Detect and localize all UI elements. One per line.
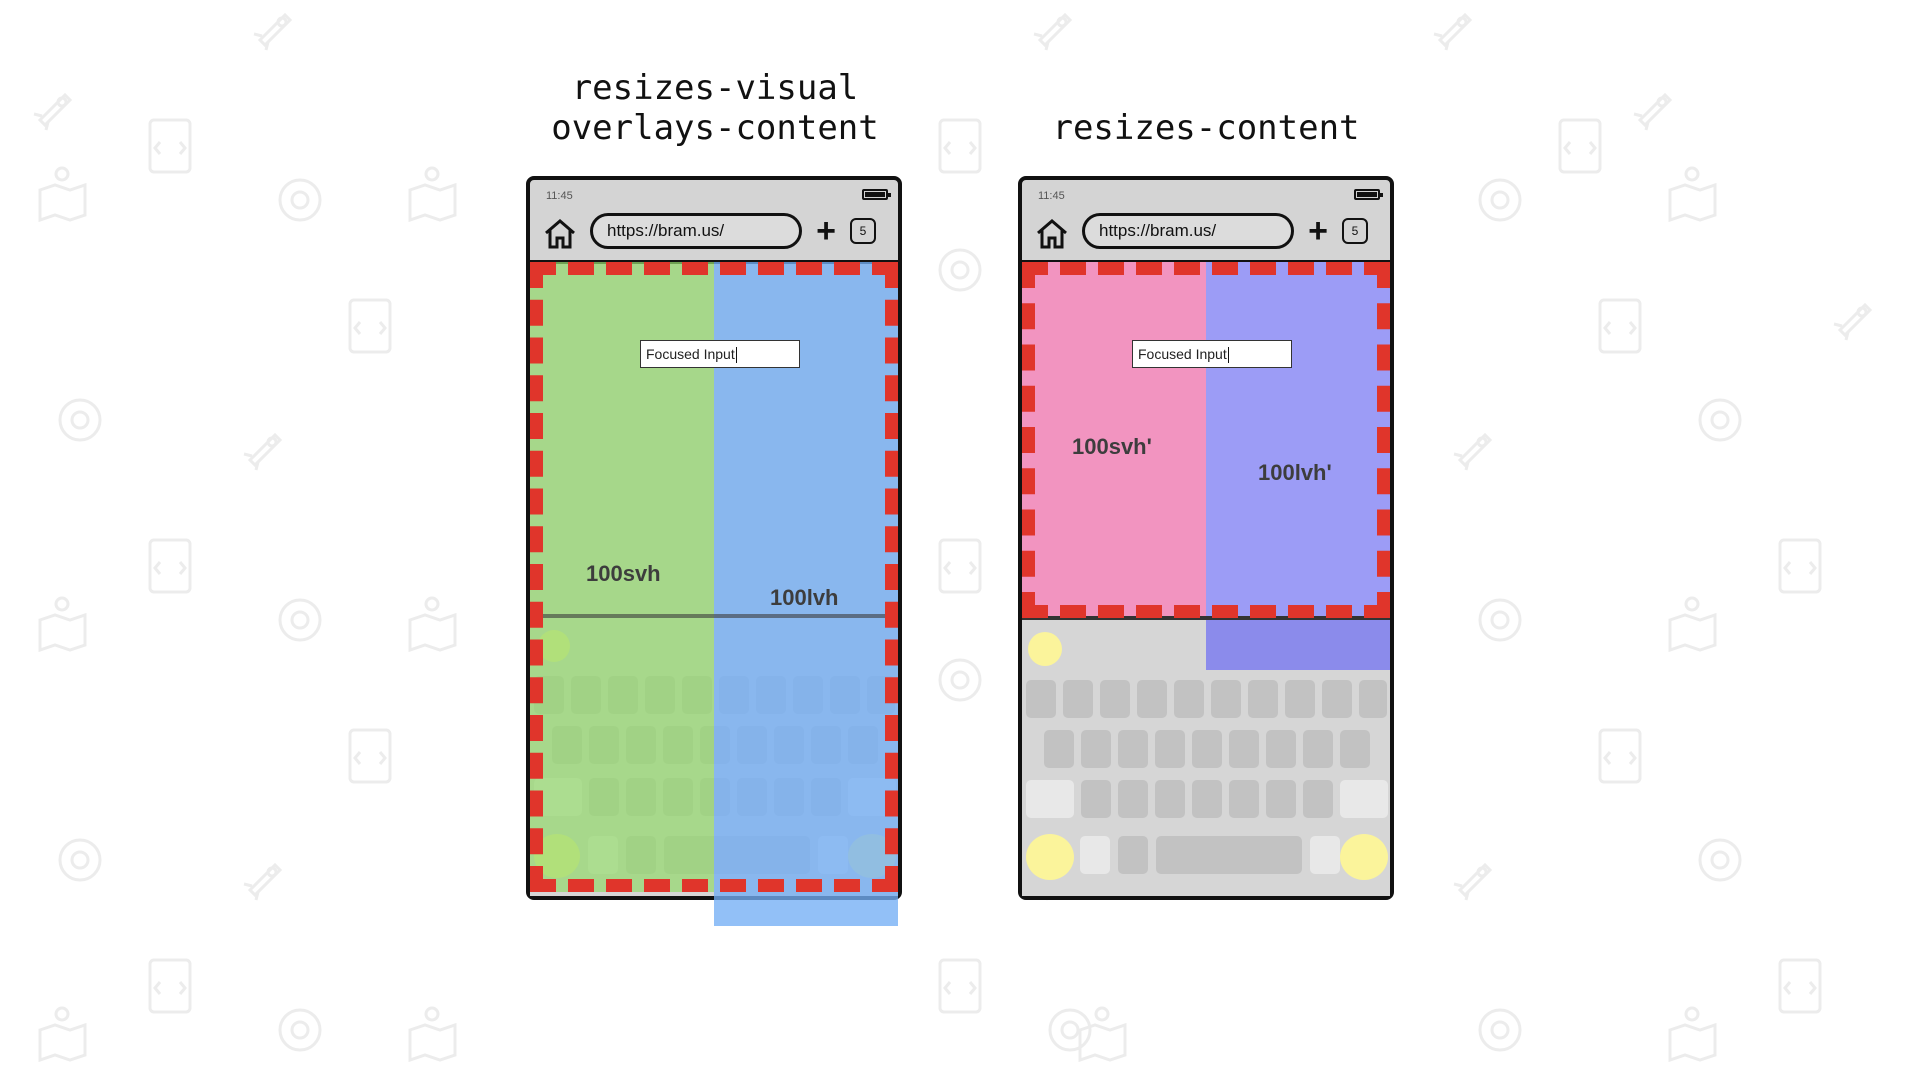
focused-input-value: Focused Input	[1138, 346, 1227, 362]
emoji-key[interactable]	[1026, 834, 1074, 880]
battery-icon	[862, 189, 891, 200]
home-icon[interactable]	[1035, 217, 1069, 251]
key[interactable]	[1285, 680, 1315, 718]
left-phone: 11:45 https://bram.us/ + 5	[526, 176, 902, 926]
url-bar[interactable]: https://bram.us/	[590, 213, 802, 249]
focused-input[interactable]: Focused Input	[640, 340, 800, 368]
text-caret	[735, 347, 737, 364]
label-100svh: 100svh	[586, 561, 661, 586]
key[interactable]	[1303, 730, 1333, 768]
key[interactable]	[1137, 680, 1167, 718]
label-100lvh: 100lvh	[770, 585, 839, 610]
key[interactable]	[1081, 780, 1111, 818]
tabs-icon[interactable]: 5	[1342, 218, 1368, 244]
keyboard-edge	[1022, 616, 1390, 620]
key[interactable]	[1063, 680, 1093, 718]
keyboard-edge	[530, 614, 898, 618]
lvh-overflow	[1206, 618, 1390, 670]
space-key[interactable]	[1156, 836, 1302, 874]
key[interactable]	[1174, 680, 1204, 718]
key[interactable]	[1118, 780, 1148, 818]
key[interactable]	[1044, 730, 1074, 768]
key[interactable]	[1118, 730, 1148, 768]
text-caret	[1227, 347, 1229, 364]
key[interactable]	[1310, 836, 1340, 874]
key[interactable]	[1118, 836, 1148, 874]
key[interactable]	[1266, 780, 1296, 818]
label-100svh-prime: 100svh'	[1072, 434, 1152, 459]
status-time: 11:45	[546, 190, 573, 202]
status-time: 11:45	[1038, 190, 1065, 202]
home-icon[interactable]	[543, 217, 577, 251]
key[interactable]	[1248, 680, 1278, 718]
key[interactable]	[1080, 836, 1110, 874]
label-100lvh-prime: 100lvh'	[1258, 460, 1332, 485]
enter-key[interactable]	[1340, 834, 1388, 880]
key[interactable]	[1266, 730, 1296, 768]
url-bar[interactable]: https://bram.us/	[1082, 213, 1294, 249]
key[interactable]	[1155, 780, 1185, 818]
backspace-key[interactable]	[1340, 780, 1388, 818]
virtual-keyboard	[1022, 618, 1390, 896]
lvh-overflow	[714, 892, 898, 926]
key[interactable]	[1229, 730, 1259, 768]
key[interactable]	[1192, 780, 1222, 818]
left-title-line1: resizes-visual	[571, 68, 859, 108]
focused-input[interactable]: Focused Input	[1132, 340, 1292, 368]
key[interactable]	[1100, 680, 1130, 718]
key[interactable]	[1155, 730, 1185, 768]
plus-icon[interactable]: +	[816, 212, 836, 250]
key[interactable]	[1322, 680, 1352, 718]
key[interactable]	[1303, 780, 1333, 818]
plus-icon[interactable]: +	[1308, 212, 1328, 250]
lvh-area	[1206, 262, 1390, 618]
visual-viewport-outline	[1022, 262, 1390, 618]
keyboard-indicator	[1028, 632, 1062, 666]
key[interactable]	[1229, 780, 1259, 818]
key[interactable]	[1192, 730, 1222, 768]
key[interactable]	[1026, 680, 1056, 718]
key[interactable]	[1211, 680, 1241, 718]
visual-viewport-outline	[530, 262, 898, 892]
left-title-line2: overlays-content	[551, 108, 879, 148]
tabs-icon[interactable]: 5	[850, 218, 876, 244]
key[interactable]	[1340, 730, 1370, 768]
focused-input-value: Focused Input	[646, 346, 735, 362]
key[interactable]	[1359, 680, 1387, 718]
key[interactable]	[1081, 730, 1111, 768]
shift-key[interactable]	[1026, 780, 1074, 818]
right-title: resizes-content	[1052, 108, 1360, 148]
battery-icon	[1354, 189, 1383, 200]
svh-area	[1022, 262, 1206, 618]
right-phone: 11:45 https://bram.us/ + 5	[1018, 176, 1394, 900]
